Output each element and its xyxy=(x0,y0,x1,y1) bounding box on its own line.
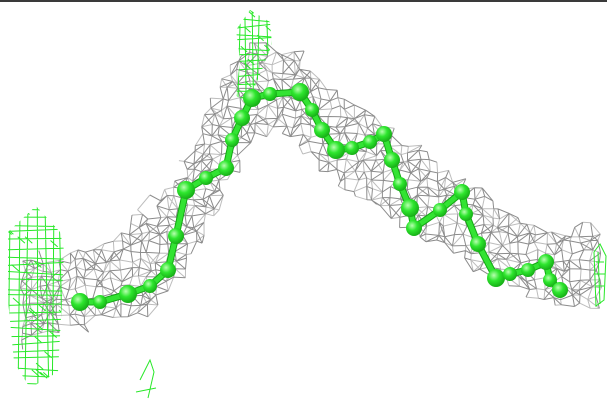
atom-sphere xyxy=(406,220,422,236)
atom-sphere xyxy=(119,285,137,303)
atom-sphere xyxy=(93,295,107,309)
atom-sphere xyxy=(199,171,213,185)
atom-sphere xyxy=(160,262,176,278)
bond-sticks xyxy=(77,89,563,305)
atom-sphere xyxy=(538,254,554,270)
atom-sphere xyxy=(225,133,239,147)
neighbor-mesh-bottom xyxy=(135,358,157,399)
frame-top-border xyxy=(0,0,607,2)
atom-sphere xyxy=(243,89,261,107)
atom-sphere xyxy=(552,282,568,298)
atom-sphere xyxy=(376,126,392,142)
atom-sphere xyxy=(503,267,517,281)
neighbor-density-mesh xyxy=(8,10,607,399)
atom-sphere xyxy=(454,184,470,200)
atom-sphere xyxy=(168,228,184,244)
atom-sphere xyxy=(234,110,250,126)
atom-sphere xyxy=(459,207,473,221)
atom-sphere xyxy=(433,203,447,217)
atom-sphere xyxy=(521,263,535,277)
atom-sphere xyxy=(470,236,486,252)
atom-sphere xyxy=(71,293,89,311)
atom-sphere xyxy=(263,87,277,101)
atom-sphere xyxy=(291,83,309,101)
atom-sphere xyxy=(393,177,407,191)
atom-chain xyxy=(71,83,568,311)
atom-sphere xyxy=(384,152,400,168)
atom-sphere xyxy=(218,160,234,176)
atom-sphere xyxy=(143,279,157,293)
atom-sphere xyxy=(327,141,345,159)
atom-sphere xyxy=(487,269,505,287)
neighbor-mesh-right xyxy=(593,243,607,307)
bond-chain xyxy=(76,88,564,306)
atom-sphere xyxy=(401,199,419,217)
atom-sphere xyxy=(363,135,377,149)
atom-sphere xyxy=(177,181,195,199)
atom-sphere xyxy=(314,122,330,138)
atom-sphere xyxy=(543,273,557,287)
atom-sphere xyxy=(305,103,319,117)
atom-sphere xyxy=(345,141,359,155)
